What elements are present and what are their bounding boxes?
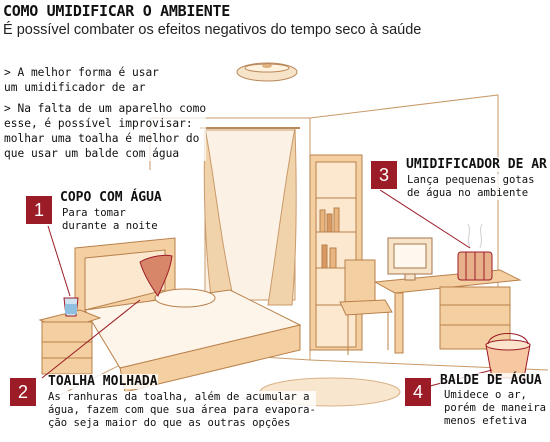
callout-4-desc-line-3: menos efetiva bbox=[444, 415, 527, 427]
tip-2-line-4: que usar um balde com água bbox=[4, 147, 180, 160]
window-icon bbox=[200, 127, 300, 306]
callout-2-desc-line-3: ção seja maior do que as outras opções bbox=[48, 417, 291, 429]
computer-monitor-icon bbox=[387, 237, 433, 281]
page-title: COMO UMIDIFICAR O AMBIENTE bbox=[3, 2, 231, 20]
callout-2-title: TOALHA MOLHADA bbox=[48, 374, 158, 389]
callout-2-number-badge: 2 bbox=[10, 378, 36, 406]
callout-4-desc-line-2: porém de maneira bbox=[444, 402, 547, 414]
callout-4-desc-line-1: Umidece o ar, bbox=[444, 389, 527, 401]
chair-icon bbox=[339, 259, 393, 355]
callout-1-number-badge: 1 bbox=[26, 196, 52, 224]
callout-3-title: UMIDIFICADOR DE AR bbox=[406, 157, 547, 172]
callout-3-description: Lança pequenas gotas de água no ambiente bbox=[407, 174, 535, 200]
tip-1: > A melhor forma é usar um umidificador … bbox=[4, 65, 159, 95]
callout-1-desc-line-1: Para tomar bbox=[62, 207, 126, 219]
tip-1-line-2: um umidificador de ar bbox=[4, 81, 146, 94]
glass-of-water-icon bbox=[63, 297, 79, 317]
ceiling-lamp-icon bbox=[236, 62, 298, 82]
callout-3-desc-line-1: Lança pequenas gotas bbox=[407, 174, 535, 186]
desk-icon bbox=[373, 269, 522, 354]
tip-1-line-1: > A melhor forma é usar bbox=[4, 66, 159, 79]
callout-1-title: COPO COM ÁGUA bbox=[60, 190, 162, 205]
callout-3-desc-line-2: de água no ambiente bbox=[407, 187, 529, 199]
towel-icon bbox=[139, 254, 173, 298]
callout-4-number-badge: 4 bbox=[405, 378, 431, 406]
callout-2-description: As ranhuras da toalha, além de acumular … bbox=[48, 391, 316, 430]
callout-2-desc-line-1: As ranhuras da toalha, além de acumular … bbox=[48, 391, 310, 403]
nightstand-icon bbox=[38, 309, 102, 375]
callout-4-description: Umidece o ar, porém de maneira menos efe… bbox=[444, 389, 547, 428]
tip-2-line-3: molhar uma toalha é melhor do bbox=[4, 132, 200, 145]
page-subtitle: É possível combater os efeitos negativos… bbox=[3, 22, 422, 38]
ceiling-edge bbox=[150, 94, 499, 360]
tip-2-line-1: > Na falta de um aparelho como bbox=[4, 102, 207, 115]
callout-2-desc-line-2: água, fazem com que sua área para evapor… bbox=[48, 404, 316, 416]
bookshelf-icon bbox=[309, 154, 363, 351]
callout-3-number-badge: 3 bbox=[371, 161, 397, 189]
callout-4-title: BALDE DE ÁGUA bbox=[440, 373, 542, 388]
tip-2-line-2: esse, é possível improvisar: bbox=[4, 117, 193, 130]
humidifier-icon bbox=[457, 223, 493, 281]
callout-1-desc-line-2: durante a noite bbox=[62, 220, 158, 232]
bucket-icon bbox=[485, 333, 531, 379]
callout-1-description: Para tomar durante a noite bbox=[62, 207, 158, 233]
tip-2: > Na falta de um aparelho como esse, é p… bbox=[4, 101, 207, 161]
